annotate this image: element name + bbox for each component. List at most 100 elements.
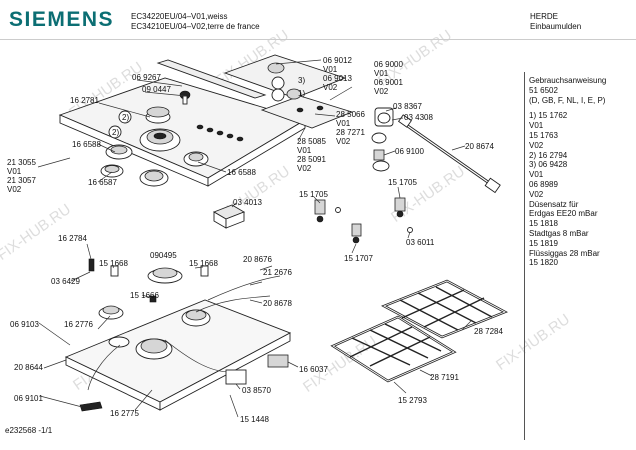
part-label: V01 bbox=[336, 119, 351, 128]
gas-valve-assembly bbox=[371, 107, 394, 172]
igniter-plugs bbox=[88, 258, 209, 303]
part-label: 15 1705 bbox=[388, 178, 417, 187]
part-label: 21 3055 bbox=[7, 158, 36, 167]
part-label: 06 9101 bbox=[14, 394, 43, 403]
model-line-1: EC34220EU/04–V01,weiss bbox=[131, 12, 228, 21]
part-label: 15 1666 bbox=[130, 291, 159, 300]
sidebar-line: 15 1819 bbox=[529, 238, 558, 248]
sidebar-line: Flüssiggas 28 mBar bbox=[529, 248, 600, 258]
part-label: 16 2775 bbox=[110, 409, 139, 418]
part-label: V02 bbox=[7, 185, 22, 194]
frame-divider bbox=[524, 72, 525, 440]
sidebar-notes: Gebrauchsanweisung 51 6502 (D, GB, F, NL… bbox=[529, 76, 606, 268]
part-label: 15 2793 bbox=[398, 396, 427, 405]
part-label: 06 9001 bbox=[374, 78, 403, 87]
part-label: 20 8674 bbox=[465, 142, 494, 151]
cooktop-top-plate bbox=[58, 77, 307, 187]
sidebar-line: V02 bbox=[529, 189, 544, 199]
part-label: 06 9013 bbox=[323, 74, 352, 83]
lower-burners bbox=[98, 267, 211, 360]
category-line-2: Einbaumulden bbox=[530, 22, 582, 31]
callout-label: 3) bbox=[298, 76, 306, 85]
leader-lines-pipe bbox=[383, 107, 466, 156]
control-knob-row bbox=[196, 124, 244, 142]
part-label: 28 7271 bbox=[336, 128, 365, 137]
thermocouple-wires bbox=[87, 275, 281, 391]
sidebar-line: 51 6502 bbox=[529, 85, 558, 95]
sidebar-line: 15 1818 bbox=[529, 219, 558, 229]
sidebar-line: 15 1763 bbox=[529, 130, 558, 140]
callout-label: 2) bbox=[122, 113, 130, 122]
burner-group bbox=[100, 128, 209, 187]
brand-logo: SIEMENS bbox=[9, 8, 115, 31]
part-label: 28 5066 bbox=[336, 110, 365, 119]
part-label: V02 bbox=[374, 87, 389, 96]
sidebar-line: 06 8989 bbox=[529, 179, 558, 189]
footer-ref: e232568 -1/1 bbox=[5, 426, 53, 435]
leader-lines-injectors bbox=[313, 186, 411, 254]
part-label: 16 6587 bbox=[88, 178, 117, 187]
part-label: 03 4013 bbox=[233, 198, 262, 207]
part-label: 28 5091 bbox=[297, 155, 326, 164]
header-divider bbox=[0, 39, 636, 40]
sidebar-line: Düsensatz für bbox=[529, 199, 579, 209]
sidebar-line: V02 bbox=[529, 140, 544, 150]
sidebar-line: V01 bbox=[529, 170, 544, 180]
part-label: 09 0447 bbox=[142, 85, 171, 94]
part-label: V02 bbox=[323, 83, 338, 92]
leader-lines-grates bbox=[393, 319, 473, 394]
part-label: 15 1707 bbox=[344, 254, 373, 263]
burner-cap-exploded bbox=[145, 90, 191, 124]
control-panel-plate bbox=[223, 54, 354, 129]
part-label: 20 8678 bbox=[263, 299, 292, 308]
part-label: 03 6429 bbox=[51, 277, 80, 286]
part-label: V02 bbox=[297, 164, 312, 173]
part-label: 20 8644 bbox=[14, 363, 43, 372]
part-label: 16 2784 bbox=[58, 234, 87, 243]
part-label: 21 3057 bbox=[7, 176, 36, 185]
connector-box bbox=[225, 354, 289, 385]
part-label: 16 2781 bbox=[70, 96, 99, 105]
callout-label: 2) bbox=[112, 128, 120, 137]
clip-strip bbox=[79, 401, 103, 412]
part-label: 28 7284 bbox=[474, 327, 503, 336]
part-label: 15 1668 bbox=[189, 259, 218, 268]
gas-inlet-pipe bbox=[397, 114, 501, 194]
model-line-2: EC34210EU/04–V02,terre de france bbox=[131, 22, 260, 31]
part-label: 20 8676 bbox=[243, 255, 272, 264]
sidebar-line: 1) 15 1762 bbox=[529, 111, 568, 121]
injector-nozzles bbox=[314, 197, 413, 244]
part-label: 06 9103 bbox=[10, 320, 39, 329]
part-label: 15 1668 bbox=[99, 259, 128, 268]
sidebar-line: Gebrauchsanweisung bbox=[529, 76, 607, 85]
part-label: 03 6011 bbox=[406, 238, 435, 247]
sidebar-line: V01 bbox=[529, 121, 544, 131]
part-label: 06 9267 bbox=[132, 73, 161, 82]
part-label: 15 1448 bbox=[240, 415, 269, 424]
sidebar-line: Erdgas EE20 mBar bbox=[529, 209, 598, 219]
sidebar-line: 15 1820 bbox=[529, 258, 558, 268]
leader-lines-lower bbox=[38, 243, 299, 418]
part-label: V01 bbox=[323, 65, 338, 74]
sidebar-line: 2) 16 2794 bbox=[529, 150, 568, 160]
sidebar-line: Stadtgas 8 mBar bbox=[529, 228, 589, 238]
part-label: 28 7191 bbox=[430, 373, 459, 382]
part-label: 06 9100 bbox=[395, 147, 424, 156]
part-label: 15 1705 bbox=[299, 190, 328, 199]
sidebar-line: 3) 06 9428 bbox=[529, 160, 568, 170]
part-label: 090495 bbox=[150, 251, 177, 260]
part-label: 16 6588 bbox=[72, 140, 101, 149]
part-label: 16 6037 bbox=[299, 365, 328, 374]
callout-circles bbox=[108, 76, 285, 139]
part-label: 03 8570 bbox=[242, 386, 271, 395]
part-label: 21 2676 bbox=[263, 268, 292, 277]
part-label: 16 6588 bbox=[227, 168, 256, 177]
callout-label: 1) bbox=[298, 89, 306, 98]
control-strip-rail bbox=[156, 59, 267, 99]
part-label: V02 bbox=[336, 137, 351, 146]
part-label: V01 bbox=[374, 69, 389, 78]
part-label: 06 9000 bbox=[374, 60, 403, 69]
sidebar-line: (D, GB, F, NL, I, E, P) bbox=[529, 95, 606, 105]
part-label: V01 bbox=[297, 146, 312, 155]
